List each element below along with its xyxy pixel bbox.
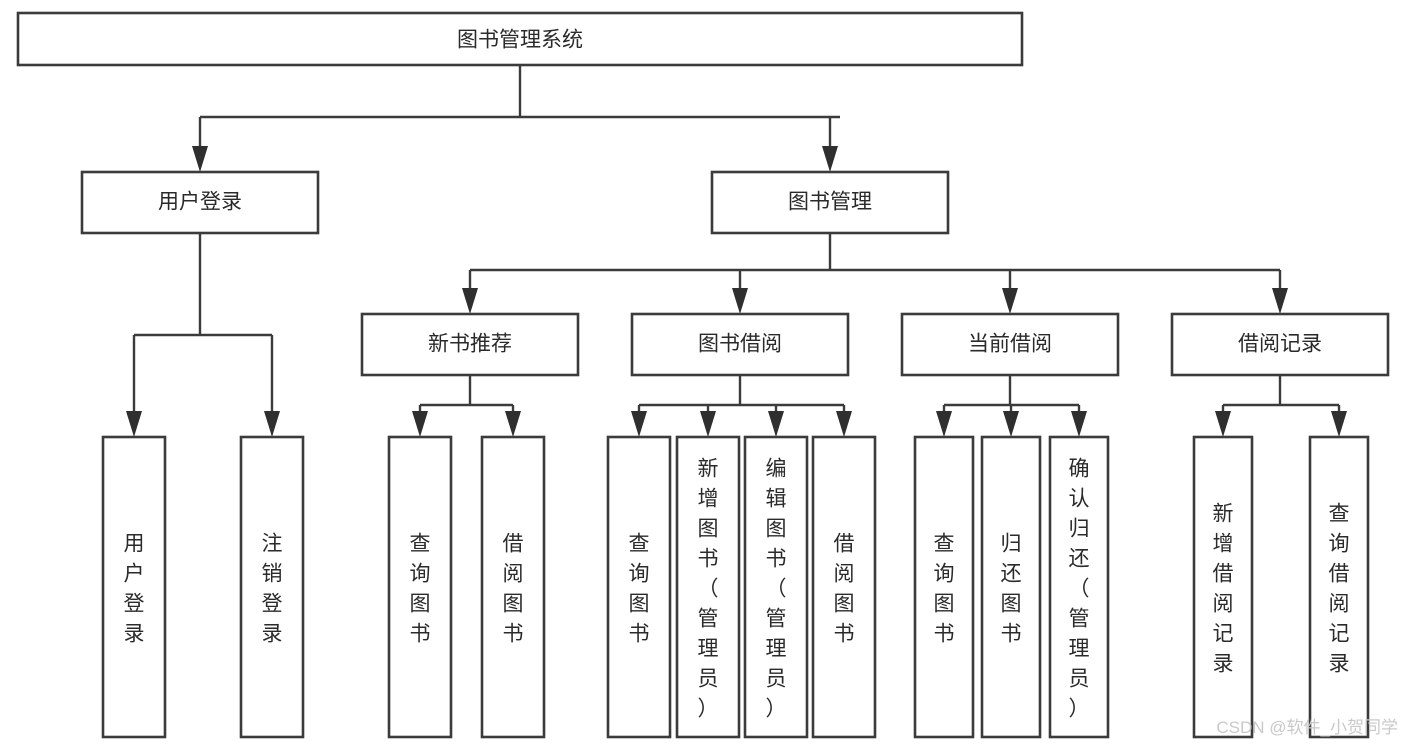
node-borrow-record-label: 借阅记录 [1238, 333, 1322, 356]
leaf-node[interactable]: 查询图书 [913, 435, 975, 739]
node-current-borrow-label: 当前借阅 [968, 333, 1052, 356]
leaf-node-box[interactable] [101, 435, 167, 739]
leaf-node-box[interactable] [980, 435, 1042, 739]
leaf-node-label: 用户登录 [124, 532, 145, 645]
leaf-node[interactable]: 注销登录 [239, 435, 305, 739]
arrow-head-leaf-nbr-2 [505, 411, 521, 437]
leaf-node-label: 查询图书 [629, 532, 650, 645]
arrow-head-leaf-cb-3 [1071, 411, 1087, 437]
node-book-borrow-label: 图书借阅 [698, 333, 782, 356]
leaf-node-label: 新增图书（管理员） [698, 457, 719, 720]
leaf-node-label: 归还图书 [1001, 532, 1022, 645]
arrow-head-new-book-rec [462, 288, 478, 314]
leaf-node-box[interactable] [743, 435, 809, 739]
arrow-head-leaf-bb-4 [836, 411, 852, 437]
node-root-label: 图书管理系统 [457, 29, 583, 52]
connector-layer [126, 65, 1347, 437]
node-borrow-record-box[interactable] [1170, 312, 1390, 377]
leaf-node-box[interactable] [480, 435, 546, 739]
arrow-head-leaf-cb-1 [936, 411, 952, 437]
leaf-node-box[interactable] [387, 435, 453, 739]
arrow-head-leaf-br-1 [1215, 411, 1231, 437]
node-root-box[interactable] [16, 11, 1024, 67]
node-book-management-box[interactable] [710, 170, 950, 235]
leaf-node-label: 查询借阅记录 [1329, 502, 1350, 675]
node-borrow-record[interactable]: 借阅记录 [1170, 312, 1390, 377]
arrow-head-book-mgmt [822, 146, 838, 172]
node-new-book-recommend-box[interactable] [360, 312, 580, 377]
leaf-node-box[interactable] [675, 435, 741, 739]
leaf-node[interactable]: 新增借阅记录 [1192, 435, 1254, 739]
arrow-head-leaf-cb-2 [1003, 411, 1019, 437]
leaf-node-label: 新增借阅记录 [1213, 502, 1234, 675]
node-new-book-recommend-label: 新书推荐 [428, 333, 512, 356]
node-current-borrow-box[interactable] [900, 312, 1120, 377]
node-current-borrow[interactable]: 当前借阅 [900, 312, 1120, 377]
leaf-node[interactable]: 借阅图书 [811, 435, 877, 739]
leaf-node[interactable]: 借阅图书 [480, 435, 546, 739]
arrow-head-leaf-bb-1 [631, 411, 647, 437]
leaf-node[interactable]: 用户登录 [101, 435, 167, 739]
node-book-borrow[interactable]: 图书借阅 [630, 312, 850, 377]
node-root[interactable]: 图书管理系统 [16, 11, 1024, 67]
leaf-node[interactable]: 编辑图书（管理员） [743, 435, 809, 739]
leaf-node-label: 编辑图书（管理员） [766, 457, 787, 720]
leaf-node[interactable]: 查询图书 [387, 435, 453, 739]
leaf-node-box[interactable] [606, 435, 672, 739]
arrow-head-current-borrow [1002, 288, 1018, 314]
leaf-node[interactable]: 查询图书 [606, 435, 672, 739]
leaf-node-label: 查询图书 [410, 532, 431, 645]
leaf-node-box[interactable] [1048, 435, 1110, 739]
node-book-borrow-box[interactable] [630, 312, 850, 377]
leaf-node-box[interactable] [1308, 435, 1370, 739]
arrow-head-leaf-user-login [126, 411, 142, 437]
arrow-head-leaf-br-2 [1331, 411, 1347, 437]
node-user-login-box[interactable] [80, 170, 320, 235]
arrow-head-leaf-bb-3 [768, 411, 784, 437]
leaf-node-box[interactable] [913, 435, 975, 739]
leaf-node[interactable]: 查询借阅记录 [1308, 435, 1370, 739]
leaf-node-box[interactable] [811, 435, 877, 739]
node-user-login-label: 用户登录 [158, 191, 242, 214]
leaf-node-box[interactable] [239, 435, 305, 739]
arrow-head-leaf-logout [264, 411, 280, 437]
arrow-head-leaf-nbr-1 [412, 411, 428, 437]
leaf-node-label: 注销登录 [262, 532, 283, 645]
arrow-head-leaf-bb-2 [700, 411, 716, 437]
leaf-node-label: 确认归还（管理员） [1069, 457, 1090, 720]
leaf-node-box[interactable] [1192, 435, 1254, 739]
node-user-login[interactable]: 用户登录 [80, 170, 320, 235]
leaf-node-label: 借阅图书 [834, 532, 855, 645]
leaf-node[interactable]: 确认归还（管理员） [1048, 435, 1110, 739]
leaf-node[interactable]: 新增图书（管理员） [675, 435, 741, 739]
node-book-management[interactable]: 图书管理 [710, 170, 950, 235]
leaf-node-label: 借阅图书 [503, 532, 524, 645]
node-new-book-recommend[interactable]: 新书推荐 [360, 312, 580, 377]
leaf-node[interactable]: 归还图书 [980, 435, 1042, 739]
leaf-node-layer: 用户登录 注销登录 查询图书 借阅图书 查询图书 新增图书（管理员） 编辑图书（管理员） 借阅… [101, 435, 1370, 739]
node-book-management-label: 图书管理 [788, 191, 872, 214]
arrow-head-book-borrow [732, 288, 748, 314]
arrow-head-borrow-record [1272, 288, 1288, 314]
arrow-head-user-login [192, 146, 208, 172]
leaf-node-label: 查询图书 [934, 532, 955, 645]
watermark-text: CSDN @软件_小贺同学 [1216, 718, 1398, 737]
